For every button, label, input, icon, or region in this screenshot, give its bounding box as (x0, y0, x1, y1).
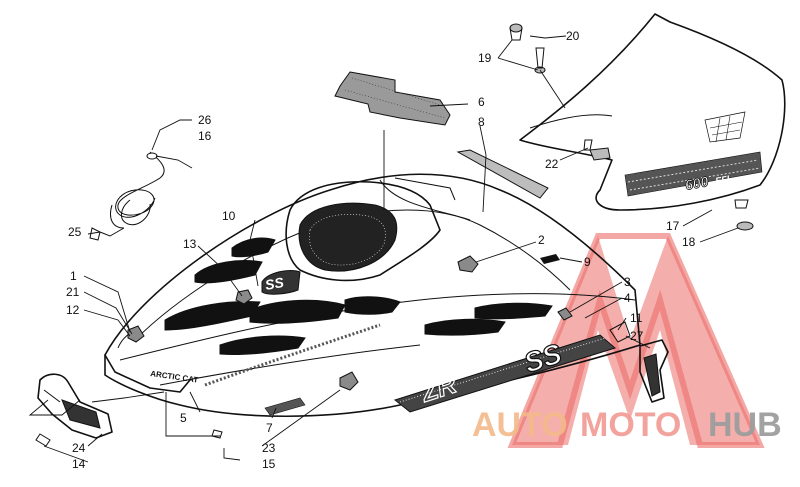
part-12-fastener (127, 325, 145, 343)
callout-7: 7 (266, 421, 273, 435)
callout-numbers: 20 19 22 6 8 10 13 1 21 12 2 9 3 4 11 27… (66, 29, 696, 471)
part-27-flap (609, 321, 669, 403)
windshield: 600 EFI (519, 13, 786, 211)
callout-26: 26 (198, 113, 212, 127)
callout-6: 6 (478, 95, 485, 109)
callout-24: 24 (72, 441, 86, 455)
screw-14 (35, 433, 51, 447)
tether-cord (89, 151, 165, 241)
callout-2: 2 (538, 233, 545, 247)
windshield-suffix-decal: EFI (715, 174, 731, 186)
hood-ss-decal: SS (264, 274, 286, 293)
callout-10: 10 (222, 209, 236, 223)
callout-20: 20 (566, 29, 580, 43)
hood-body (104, 173, 641, 418)
part-8-trim-strip (456, 149, 549, 199)
callout-16: 16 (198, 129, 212, 143)
hood-ss-badge: SS (261, 269, 301, 295)
leader-lines (28, 35, 739, 463)
part-23-decal (339, 371, 359, 391)
callout-25: 25 (68, 225, 82, 239)
windshield-model-decal: 600 (684, 173, 710, 193)
callout-5: 5 (180, 411, 187, 425)
callout-12: 12 (66, 303, 80, 317)
callout-15: 15 (262, 457, 276, 471)
callout-3: 3 (624, 275, 631, 289)
bracket-24 (37, 373, 113, 439)
grommet-18 (736, 221, 754, 231)
watermark-text: AUTO MOTO HUB (472, 406, 782, 444)
callout-14: 14 (72, 457, 86, 471)
part-3-clip (557, 307, 573, 321)
part-2-decal (457, 255, 479, 273)
callout-4: 4 (624, 291, 631, 305)
callout-13: 13 (183, 237, 197, 251)
callout-17: 17 (666, 219, 680, 233)
screw-15 (211, 429, 223, 439)
windshield-hardware (509, 23, 611, 161)
watermark-moto: MOTO (580, 406, 681, 444)
callout-9: 9 (584, 255, 591, 269)
part-6-decal-strip (334, 71, 451, 126)
callout-22: 22 (545, 157, 559, 171)
callout-18: 18 (682, 235, 696, 249)
part-7-reflector (264, 397, 306, 416)
callout-21: 21 (66, 285, 80, 299)
callout-27: 27 (630, 329, 644, 343)
callout-19: 19 (478, 51, 492, 65)
callout-23: 23 (262, 441, 276, 455)
watermark-auto: AUTO (472, 406, 568, 444)
watermark-hub: HUB (708, 406, 782, 444)
callout-8: 8 (478, 115, 485, 129)
part-9-emblem (540, 254, 560, 264)
callout-11: 11 (630, 311, 643, 325)
callout-1: 1 (70, 269, 77, 283)
